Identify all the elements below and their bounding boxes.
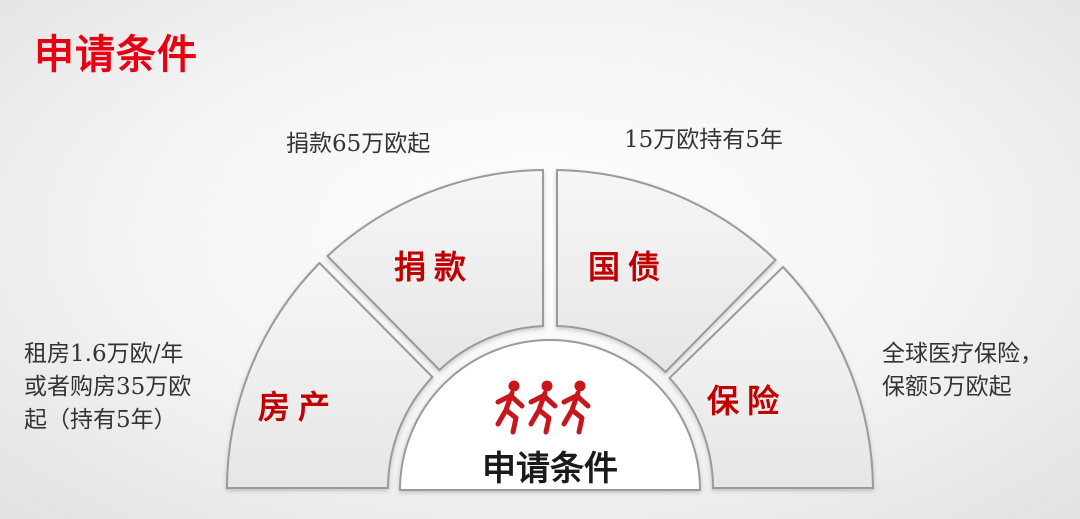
donation-note: 捐款65万欧起 (286, 131, 431, 157)
property-label: 房产 (258, 388, 338, 426)
running-people-icon (495, 380, 591, 435)
insurance-label: 保险 (707, 382, 787, 420)
insurance-note: 全球医疗保险， 保额5万欧起 (882, 341, 1043, 400)
property-segment (225, 261, 434, 489)
bond-note: 15万欧持有5年 (624, 127, 783, 153)
bond-segment (556, 168, 777, 374)
insurance-segment (668, 265, 875, 489)
center-label: 申请条件 (482, 449, 618, 489)
center-disc (398, 339, 702, 491)
bond-label: 国债 (588, 248, 668, 286)
page-title: 申请条件 (34, 32, 198, 78)
donation-label: 捐款 (394, 248, 474, 286)
donation-segment (326, 168, 544, 372)
property-note: 租房1.6万欧/年 或者购房35万欧 起（持有5年） (24, 341, 192, 433)
